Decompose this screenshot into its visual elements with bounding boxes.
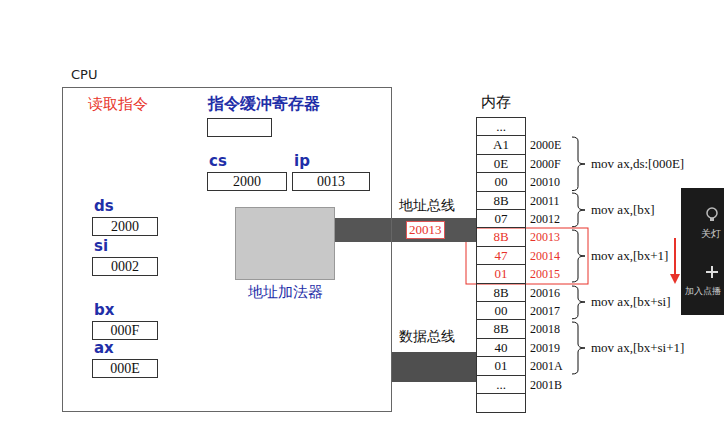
register-box: cs2000 (207, 172, 287, 191)
memory-byte: 47 (477, 247, 525, 264)
register-box: bx000F (92, 321, 158, 340)
address-label: 20012 (530, 210, 560, 228)
bus-label: 地址总线 (399, 197, 455, 215)
instruction-label: mov ax,[bx+si+1] (591, 339, 684, 357)
memory-byte: ... (477, 376, 525, 393)
brace (572, 286, 585, 319)
player-side-panel (681, 188, 724, 315)
address-label: 20015 (530, 265, 560, 283)
instruction-label: mov ax,[bx+si] (591, 293, 671, 311)
brace (572, 230, 585, 282)
instruction-label: mov ax,ds:[000E] (591, 155, 684, 173)
address-label: 2001A (530, 357, 563, 375)
memory-cell: 40 (477, 339, 525, 357)
address-label: 20014 (530, 247, 560, 265)
memory-byte: 8B (477, 320, 525, 337)
register-value: 0002 (111, 258, 139, 275)
register-name: si (94, 237, 108, 255)
memory-byte: 8B (477, 192, 525, 209)
bus-label: 数据总线 (399, 328, 455, 346)
register-name: cs (209, 152, 227, 170)
register-value: 2000 (111, 218, 139, 235)
instruction-label: mov ax,[bx] (591, 201, 655, 219)
memory-cell: 07 (477, 210, 525, 228)
memory-cell: ... (477, 118, 525, 136)
red-arrow (674, 238, 676, 275)
memory-column: 内存...A10E008B078B47018B008B4001... (476, 117, 526, 413)
player-button-label: 关灯 (701, 227, 721, 241)
adder-label: 地址加法器 (248, 283, 323, 302)
memory-byte: 07 (477, 210, 525, 227)
register-box: ip0013 (292, 172, 370, 191)
memory-byte: 00 (477, 173, 525, 190)
memory-cell: 01 (477, 265, 525, 283)
memory-byte: ... (477, 118, 525, 135)
memory-cell: 0E (477, 155, 525, 173)
register-name: ip (294, 152, 310, 170)
register-box: ax000E (92, 359, 158, 378)
bulb-icon (707, 208, 717, 218)
register-box: ds2000 (92, 217, 158, 236)
memory-cell: 47 (477, 247, 525, 265)
memory-cell: 00 (477, 302, 525, 320)
address-label: 20018 (530, 320, 560, 338)
memory-byte: 8B (477, 284, 525, 301)
memory-byte: 01 (477, 265, 525, 282)
memory-cell: 00 (477, 173, 525, 191)
memory-cell: 8B (477, 284, 525, 302)
memory-byte: A1 (477, 136, 525, 153)
brace (572, 322, 585, 374)
address-label: 20011 (530, 192, 560, 210)
register-box: si0002 (92, 257, 158, 276)
status-label: 读取指令 (88, 95, 148, 114)
address-label: 20017 (530, 302, 560, 320)
address-label: 2000F (530, 155, 561, 173)
instruction-label: mov ax,[bx+1] (591, 247, 668, 265)
red-arrow-head (670, 274, 680, 284)
address-label: 20016 (530, 284, 560, 302)
bulb-icon-base (710, 218, 714, 221)
address-label: 2000E (530, 136, 561, 154)
memory-cell: A1 (477, 136, 525, 154)
memory-cell: 8B (477, 228, 525, 246)
memory-byte: 8B (477, 228, 525, 245)
address-label: 2001B (530, 376, 562, 394)
address-adder: 地址加法器 (235, 207, 335, 280)
data-bus (392, 352, 476, 382)
plus-icon (711, 266, 713, 278)
cpu-box: CPU指令缓冲寄存器cs2000ip0013ds2000si0002bx000F… (62, 87, 392, 412)
register-value: 2000 (233, 173, 261, 190)
register-value: 000E (110, 360, 140, 377)
address-bus (335, 218, 476, 242)
brace (572, 193, 585, 227)
memory-cell: 8B (477, 192, 525, 210)
instruction-buffer-register: 指令缓冲寄存器 (207, 118, 272, 137)
brace (572, 137, 585, 191)
bus-value: 20013 (406, 221, 445, 239)
register-value: 0013 (317, 173, 345, 190)
address-label: 20019 (530, 339, 560, 357)
address-label: 20010 (530, 173, 560, 191)
memory-byte: 01 (477, 357, 525, 374)
memory-heading: 内存 (481, 93, 511, 112)
memory-byte: 40 (477, 339, 525, 356)
address-label: 20013 (530, 228, 560, 246)
highlight-frame (466, 228, 588, 284)
register-name: ax (94, 339, 114, 357)
register-value: 000F (111, 322, 140, 339)
cpu-heading: CPU (71, 67, 97, 82)
player-button-label: 加入点播 (685, 285, 721, 298)
memory-byte: 00 (477, 302, 525, 319)
memory-cell: ... (477, 376, 525, 394)
memory-byte: 0E (477, 155, 525, 172)
memory-cell: 01 (477, 357, 525, 375)
register-heading: 指令缓冲寄存器 (208, 94, 320, 115)
register-name: ds (94, 197, 114, 215)
memory-cell: 8B (477, 320, 525, 338)
register-name: bx (94, 301, 114, 319)
